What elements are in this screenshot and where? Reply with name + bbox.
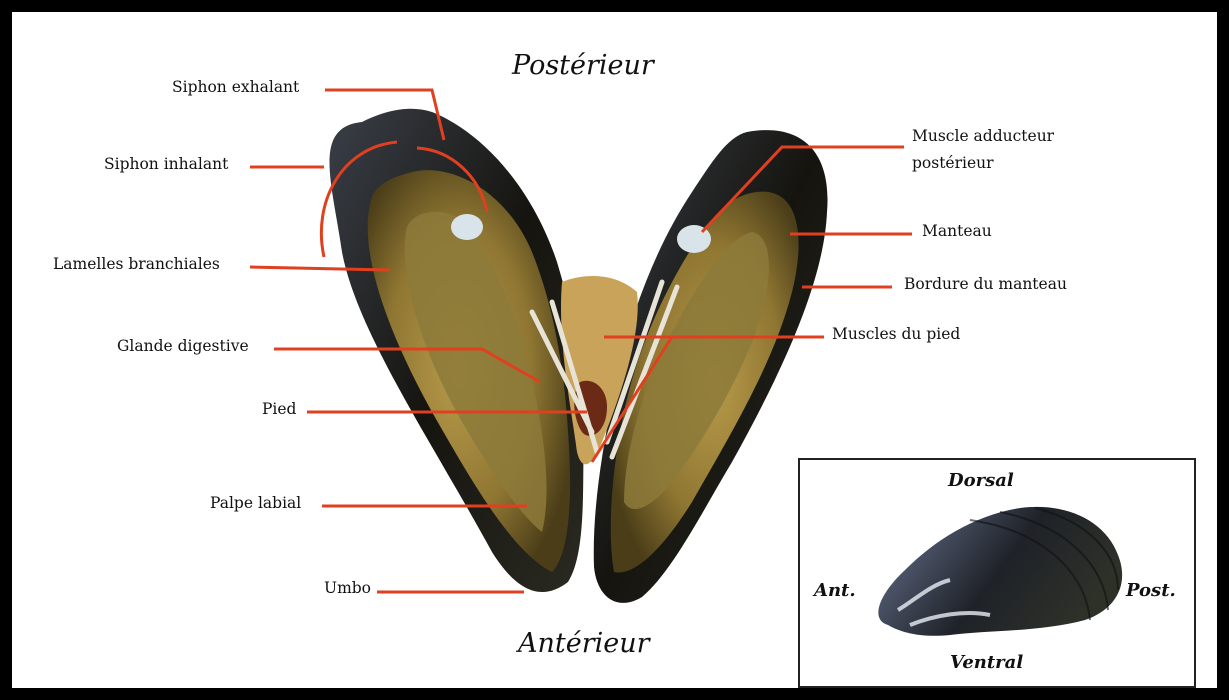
inset-label-ant: Ant. [814,580,856,601]
title-posterieur: Postérieur [512,50,654,81]
label-manteau: Manteau [922,223,992,241]
label-siphon-inhalant: Siphon inhalant [104,156,228,174]
label-muscle-adducteur-line1: Muscle adducteur [912,128,1054,146]
label-umbo: Umbo [324,580,371,598]
label-siphon-exhalant: Siphon exhalant [172,79,299,97]
inset-label-ventral: Ventral [950,652,1023,673]
label-glande-digestive: Glande digestive [117,338,249,356]
diagram-panel: Postérieur Antérieur Siphon exhalant Sip… [12,12,1217,688]
label-pied: Pied [262,401,296,419]
inset-label-dorsal: Dorsal [948,470,1014,491]
label-palpe-labial: Palpe labial [210,495,301,513]
label-muscle-adducteur-line2: postérieur [912,155,994,173]
label-bordure-du-manteau: Bordure du manteau [904,276,1067,294]
label-muscles-du-pied: Muscles du pied [832,326,960,344]
title-anterieur: Antérieur [518,628,650,659]
orientation-inset: Dorsal Ventral Ant. Post. [798,458,1196,688]
left-adductor-muscle [451,214,483,240]
inset-label-post: Post. [1126,580,1176,601]
label-lamelles-branchiales: Lamelles branchiales [53,256,220,274]
